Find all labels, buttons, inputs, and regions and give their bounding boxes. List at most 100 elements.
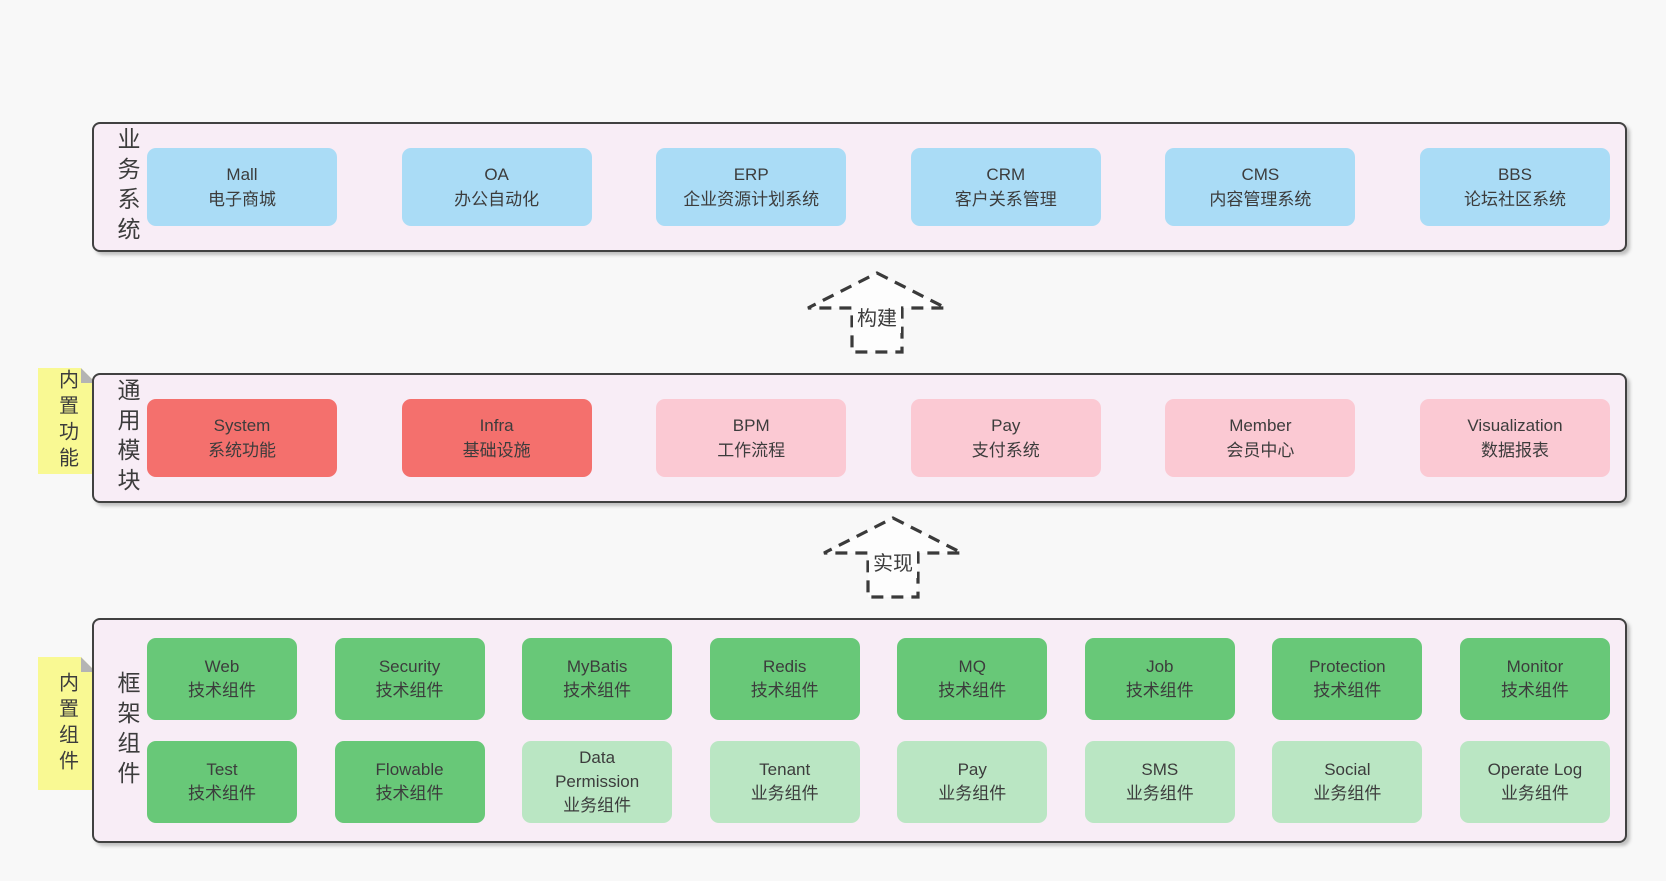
module-box-erp: ERP 企业资源计划系统 <box>656 148 847 226</box>
module-box-member: Member 会员中心 <box>1165 399 1356 477</box>
module-box-web: Web 技术组件 <box>147 638 297 720</box>
module-title: MQ <box>958 657 986 676</box>
module-row: System 系统功能 Infra 基础设施 BPM 工作流程 Pay 支付系统 Member 会… <box>147 399 1610 477</box>
module-subtitle: 客户关系管理 <box>954 190 1057 209</box>
module-box-redis: Redis 技术组件 <box>709 638 860 720</box>
module-subtitle: 业务组件 <box>1313 784 1382 803</box>
module-title: Tenant <box>759 760 811 779</box>
layer-label: 业务系统 <box>114 127 140 247</box>
module-title: Web <box>204 657 240 676</box>
module-title: BPM <box>732 416 770 435</box>
module-title: Member <box>1229 416 1292 435</box>
module-title: Monitor <box>1506 657 1564 676</box>
module-title: Mall <box>226 165 258 184</box>
module-subtitle: 基础设施 <box>462 441 531 460</box>
module-box-tenant: Tenant 业务组件 <box>709 741 860 823</box>
sticky-note-builtin-components: 内置组件 <box>38 657 96 790</box>
module-title: Data Permission <box>555 748 640 791</box>
module-title: Security <box>378 657 441 676</box>
module-box-crm: CRM 客户关系管理 <box>910 148 1101 226</box>
module-subtitle: 办公自动化 <box>454 190 540 209</box>
module-subtitle: 业务组件 <box>938 784 1007 803</box>
module-title: Test <box>206 760 238 779</box>
module-title: MyBatis <box>566 657 628 676</box>
module-title: System <box>213 416 271 435</box>
module-subtitle: 技术组件 <box>1313 681 1382 700</box>
layer-label: 框架组件 <box>114 670 140 791</box>
module-box-bpm: BPM 工作流程 <box>656 399 847 477</box>
module-box-visualization: Visualization 数据报表 <box>1419 399 1610 477</box>
module-box-pay: Pay 业务组件 <box>897 741 1048 823</box>
module-box-security: Security 技术组件 <box>334 638 485 720</box>
module-subtitle: 企业资源计划系统 <box>683 190 820 209</box>
layer-common-modules: 通用模块 System 系统功能 Infra 基础设施 BPM 工作流程 Pay 支付系统 Me… <box>92 373 1627 503</box>
module-subtitle: 电子商城 <box>208 190 276 209</box>
module-box-mq: MQ 技术组件 <box>897 638 1048 720</box>
module-title: Pay <box>991 416 1021 435</box>
module-title: ERP <box>733 165 769 184</box>
module-title: BBS <box>1497 165 1532 184</box>
module-title: OA <box>484 165 509 184</box>
sticky-note-label: 内置功能 <box>55 369 78 473</box>
module-box-sms: SMS 业务组件 <box>1084 741 1235 823</box>
module-row: Mall 电子商城 OA 办公自动化 ERP 企业资源计划系统 CRM 客户关系管理 CMS 内容… <box>147 148 1610 226</box>
module-subtitle: 支付系统 <box>971 441 1040 460</box>
module-title: Pay <box>957 760 987 779</box>
module-box-social: Social 业务组件 <box>1272 741 1423 823</box>
module-subtitle: 业务组件 <box>750 784 819 803</box>
module-subtitle: 会员中心 <box>1226 441 1295 460</box>
module-box-mall: Mall 电子商城 <box>147 148 337 226</box>
arrow-implement: 实现 <box>822 516 964 600</box>
module-title: Infra <box>479 416 514 435</box>
module-box-flowable: Flowable 技术组件 <box>334 741 485 823</box>
module-subtitle: 技术组件 <box>750 681 819 700</box>
module-box-pay: Pay 支付系统 <box>910 399 1101 477</box>
module-title: Visualization <box>1467 416 1563 435</box>
module-subtitle: 业务组件 <box>1500 784 1569 803</box>
module-subtitle: 技术组件 <box>1125 681 1194 700</box>
module-title: SMS <box>1141 760 1179 779</box>
module-box-mybatis: MyBatis 技术组件 <box>522 638 673 720</box>
module-subtitle: 技术组件 <box>375 681 444 700</box>
module-subtitle: 业务组件 <box>563 796 632 815</box>
sticky-note-label: 内置组件 <box>55 671 78 776</box>
layer-boxes: Mall 电子商城 OA 办公自动化 ERP 企业资源计划系统 CRM 客户关系管理 CMS 内容… <box>147 124 1610 250</box>
module-subtitle: 技术组件 <box>188 784 256 803</box>
module-title: Operate Log <box>1487 760 1583 779</box>
module-subtitle: 论坛社区系统 <box>1463 190 1566 209</box>
module-subtitle: 工作流程 <box>717 441 786 460</box>
arrow-label: 构建 <box>853 306 901 333</box>
module-title: Flowable <box>375 760 444 779</box>
module-box-data-permission: Data Permission 业务组件 <box>522 741 673 823</box>
module-title: Redis <box>762 657 807 676</box>
arrow-build: 构建 <box>806 271 948 355</box>
module-box-cms: CMS 内容管理系统 <box>1165 148 1356 226</box>
module-box-test: Test 技术组件 <box>147 741 297 823</box>
module-subtitle: 技术组件 <box>1500 681 1569 700</box>
arrow-label: 实现 <box>869 551 917 578</box>
module-box-oa: OA 办公自动化 <box>401 148 592 226</box>
module-subtitle: 技术组件 <box>188 681 256 700</box>
module-title: CRM <box>986 165 1026 184</box>
module-title: CMS <box>1241 165 1280 184</box>
module-subtitle: 数据报表 <box>1480 441 1549 460</box>
module-box-monitor: Monitor 技术组件 <box>1459 638 1610 720</box>
module-box-system: System 系统功能 <box>147 399 337 477</box>
module-subtitle: 系统功能 <box>208 441 276 460</box>
layer-label: 通用模块 <box>114 378 140 498</box>
module-subtitle: 技术组件 <box>375 784 444 803</box>
module-subtitle: 技术组件 <box>563 681 632 700</box>
module-subtitle: 技术组件 <box>938 681 1007 700</box>
module-title: Social <box>1324 760 1371 779</box>
module-subtitle: 业务组件 <box>1125 784 1194 803</box>
layer-boxes: System 系统功能 Infra 基础设施 BPM 工作流程 Pay 支付系统 Member 会… <box>147 375 1610 501</box>
sticky-note-builtin-features: 内置功能 <box>38 368 96 474</box>
module-subtitle: 内容管理系统 <box>1209 190 1312 209</box>
module-title: Protection <box>1309 657 1386 676</box>
